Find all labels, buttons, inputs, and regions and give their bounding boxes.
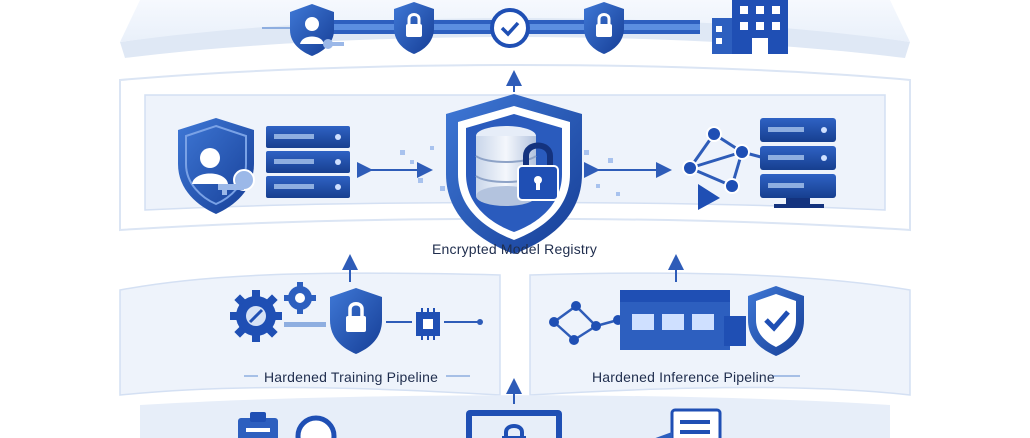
- checkmark-node-icon: [490, 8, 530, 48]
- document-icon: [655, 408, 722, 438]
- gear-icon: [230, 290, 282, 342]
- user-key-shield-icon-large: [178, 118, 255, 214]
- building-icon: [712, 0, 788, 54]
- lock-shield-icon-training: [330, 288, 382, 354]
- registry-panel-outline: [119, 64, 911, 232]
- inference-pipeline-label: Hardened Inference Pipeline: [592, 369, 775, 385]
- clipboard-icon: [238, 412, 278, 438]
- factory-icon: [620, 290, 746, 350]
- data-particles: [400, 146, 620, 196]
- training-panel: [119, 272, 501, 396]
- network-graph-icon-inference: [549, 301, 623, 345]
- lock-shield-icon-2: [584, 2, 624, 54]
- connector-dot: [477, 319, 483, 325]
- gear-icon-small: [284, 282, 316, 314]
- user-key-shield-icon: [290, 4, 344, 56]
- training-connector-left: [284, 322, 326, 327]
- server-monitor-icon: [760, 118, 836, 208]
- training-pipeline-label: Hardened Training Pipeline: [264, 369, 439, 385]
- server-rack-icon: [266, 126, 350, 198]
- database-lock-shield-icon: [446, 94, 582, 254]
- chip-icon: [416, 308, 440, 340]
- magnifier-icon: [295, 415, 337, 438]
- laptop-lock-icon: [466, 410, 562, 438]
- lock-shield-icon: [394, 2, 434, 54]
- registry-label: Encrypted Model Registry: [432, 241, 598, 257]
- checkmark-shield-icon: [748, 286, 804, 356]
